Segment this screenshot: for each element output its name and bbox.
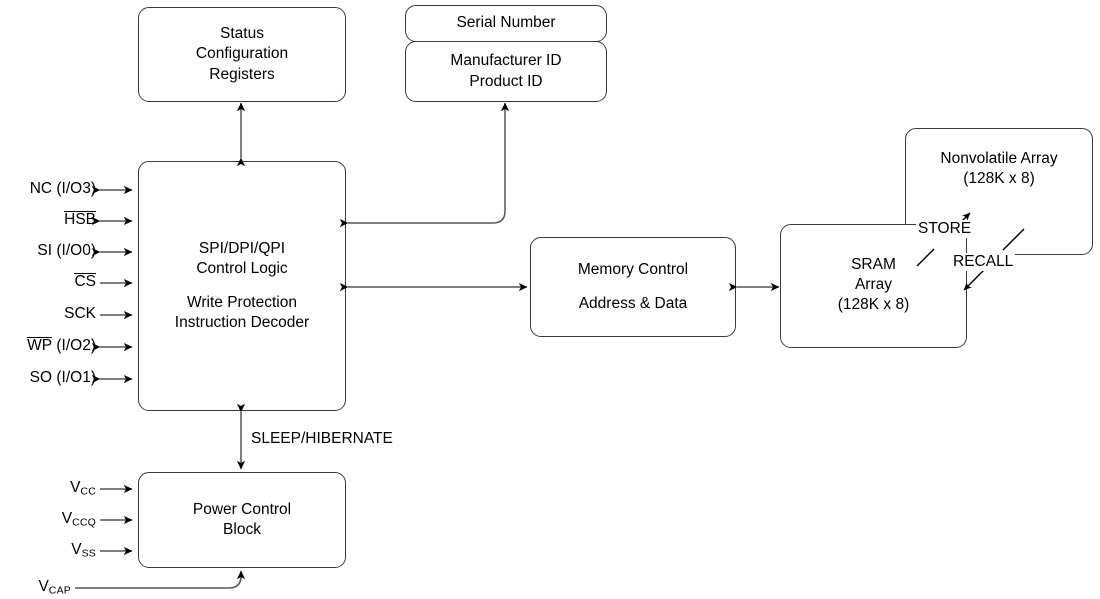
memory-control-block: Memory Control Address & Data xyxy=(530,237,736,337)
pin-io-so: (I/O1) xyxy=(52,369,96,386)
status-registers-line1: Status xyxy=(220,25,264,43)
sleep-hibernate-label: SLEEP/HIBERNATE xyxy=(249,430,395,448)
product-id-line: Product ID xyxy=(469,72,543,90)
sram-array-block: SRAM Array (128K x 8) xyxy=(780,224,967,348)
power-control-line2: Block xyxy=(223,521,261,538)
pin-io-wp: (I/O2) xyxy=(52,337,96,354)
pin-base-vcap: V xyxy=(38,578,49,595)
pin-sub-vss: SS xyxy=(81,547,96,560)
sram-array-line2: Array xyxy=(854,276,893,294)
pin-sub-vccq: CCQ xyxy=(72,516,96,529)
control-logic-line4: Instruction Decoder xyxy=(174,313,310,331)
pin-name-sck: SCK xyxy=(64,305,96,322)
control-logic-line3: Write Protection xyxy=(187,293,297,311)
sram-array-line1: SRAM xyxy=(851,256,896,273)
status-registers-line2: Configuration xyxy=(195,45,289,63)
pin-base-vcc: V xyxy=(70,479,81,496)
control-logic-line2: Control Logic xyxy=(196,260,288,278)
pin-label-vccq: VCCQ xyxy=(0,510,96,528)
pin-name-wp: WP xyxy=(27,337,53,354)
pin-name-si: SI xyxy=(37,242,53,259)
serial-number-line1: Serial Number xyxy=(456,14,556,32)
pin-base-vccq: V xyxy=(61,510,73,527)
nonvolatile-array-line1: Nonvolatile Array xyxy=(940,150,1058,167)
status-registers-line3: Registers xyxy=(209,65,275,83)
pin-io-si: (I/O0) xyxy=(52,242,96,259)
spi-control-logic-block: SPI/DPI/QPI Control Logic Write Protecti… xyxy=(138,161,346,411)
manufacturer-id-line: Manufacturer ID xyxy=(450,52,562,70)
pin-label-sck: SCK xyxy=(0,305,96,323)
pin-label-wp: WP (I/O2) xyxy=(0,337,96,355)
pin-label-vss: VSS xyxy=(0,541,96,559)
serial-number-block: Serial Number xyxy=(405,5,607,42)
pin-name-hsb: HSB xyxy=(64,211,96,228)
recall-label: RECALL xyxy=(951,253,1016,271)
pin-label-so: SO (I/O1) xyxy=(0,369,96,387)
status-configuration-registers-block: Status Configuration Registers xyxy=(138,7,346,102)
pin-label-vcc: VCC xyxy=(0,479,96,497)
pin-base-vss: V xyxy=(71,541,82,558)
manufacturer-product-id-block: Manufacturer ID Product ID xyxy=(405,41,607,102)
power-control-block: Power Control Block xyxy=(138,472,346,568)
pin-label-vcap: VCAP xyxy=(0,578,71,596)
pin-label-hsb: HSB xyxy=(0,211,96,229)
store-label: STORE xyxy=(916,220,974,238)
power-control-line1: Power Control xyxy=(192,500,292,518)
pin-label-si: SI (I/O0) xyxy=(0,242,96,260)
memory-control-line1: Memory Control xyxy=(577,261,689,279)
pin-name-so: SO xyxy=(29,369,53,386)
sram-array-line3: (128K x 8) xyxy=(837,296,910,314)
pin-name-cs: CS xyxy=(74,273,96,290)
pin-sub-vcc: CC xyxy=(80,485,96,498)
memory-control-line2: Address & Data xyxy=(578,294,688,312)
control-logic-line1: SPI/DPI/QPI xyxy=(198,240,286,258)
pin-name-nc: NC xyxy=(29,180,53,197)
nonvolatile-array-line2: (128K x 8) xyxy=(963,170,1035,188)
pin-io-nc: (I/O3) xyxy=(52,180,96,197)
pin-label-nc: NC (I/O3) xyxy=(0,180,96,198)
pin-sub-vcap: CAP xyxy=(48,584,71,597)
pin-label-cs: CS xyxy=(0,273,96,291)
